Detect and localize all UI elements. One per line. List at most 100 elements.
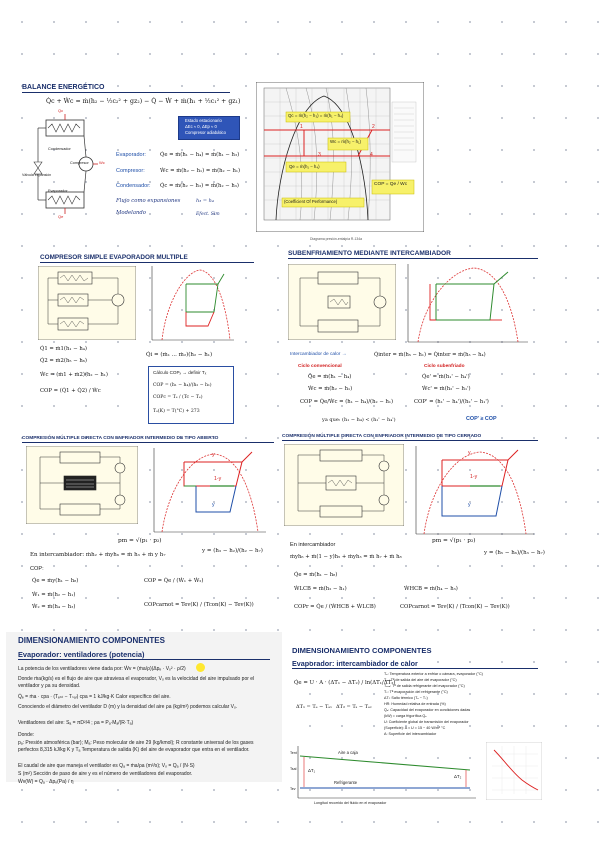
abierto-carnot: COPcarnot = Tev(K) / (Tcon(K) − Tev(K)) (144, 602, 254, 608)
label-condensador: Condensador (48, 147, 71, 151)
compresor-mid-eq: Q̇i = (ṁ₁ ... ṁ₂)(h₂ − h₁) (146, 352, 213, 358)
cerrado-pm: pm = √(p₁ · p₂) (432, 538, 476, 544)
chart-label-qc: Qc = ṁ(h₂ − h₃) = ṁ(h₁ − h₄) (288, 113, 344, 118)
copx-eq-2: COPc = Tₑ / (Tc − Tₑ) (153, 395, 203, 400)
row-evaporador-label: Evaporador: (116, 152, 146, 158)
cerrado-y-label-2: 1-y (470, 474, 478, 480)
chart-point-3: 3 (318, 152, 321, 158)
subenf-ya-que: ya que: (h₁ − h₄) < (h₁' − h₄') (322, 417, 396, 423)
subenf-conv-title: Ciclo convencional (298, 364, 342, 369)
dim-right-legend-10: A: Superficie del intercambiador (384, 732, 437, 736)
subenf-conv-eq-2: Ẇc = ṁ(h₂ − h₁) (308, 386, 353, 392)
subenf-schematic (288, 264, 396, 340)
compresor-eq-3: Ẇc = (ṁ1 + ṁ2)(h₂ − h₁) (40, 372, 108, 378)
subenf-sub-eq-3: COP' = (h₁' − h₄')/(h₂' − h₁') (414, 399, 489, 405)
cerrado-inter-line: ṁyh₆ + ṁ(1 − y)h₅ + ṁyh₃ = ṁ h₇ + ṁ h₈ (290, 554, 402, 560)
cerrado-eq-1: Q̇e = ṁ(h₁ − h₈) (294, 572, 338, 578)
cerrado-y-label-1: y (468, 450, 471, 456)
diag-aire: Aire a caja (338, 750, 358, 755)
abierto-inter-line: En intercambiador: ṁh₂ + ṁyh₆ = ṁ h₃ + ṁ… (30, 552, 166, 558)
abierto-eq-2: Ẇ₁ = ṁ(h₂ − h₁) (32, 592, 76, 598)
abierto-ph-diagram (153, 448, 266, 533)
cerrado-y-label-3: y (468, 502, 471, 508)
handwritten-note-2: Modelando (116, 210, 146, 216)
abierto-eq-3: Ẇ₂ = ṁ(h₄ − h₃) (32, 604, 76, 610)
chart-point-2: 2 (372, 124, 375, 130)
balance-title: BALANCE ENERGÉTICO (22, 84, 230, 93)
label-wc: Wc (99, 160, 105, 165)
cerrado-eq-2: ẆLCB = ṁ(h₂ − h₁) (294, 586, 347, 592)
copx-title: Cálculo COPₓ → definir Tₓ (153, 370, 207, 375)
abierto-y-label-1: y (212, 452, 215, 458)
cerrado-eq-3: ẆHCB = ṁ(h₄ − h₃) (404, 586, 458, 592)
dim-left-title: DIMENSIONAMIENTO COMPONENTES (18, 636, 165, 645)
row-compresor-eq: Ẇc = ṁ(h₂ − h₁) = ṁ(h₂ − h₁) (160, 168, 241, 174)
ua-decay-chart (486, 742, 542, 800)
compresor-title: COMPRESOR SIMPLE EVAPORADOR MULTIPLE (40, 254, 254, 263)
cerrado-inter-title: En intercambiador (290, 542, 336, 548)
abierto-y-eq: y = (h₃ − h₂)/(h₂ − h₇) (202, 548, 263, 554)
dim-right-legend-3: Tₛ: Tª evaporación del refrigerante (°C) (384, 690, 448, 694)
subenf-conclusion: COP' ≥ COP (466, 416, 497, 422)
row-condensador-eq: Q̇c = ṁ(h₂ − h₃) = ṁ(h₂ − h₃) (160, 183, 239, 189)
row-condensador-label: Condensador: (116, 183, 151, 189)
compresor-eq-1: Q̇1 = ṁ1(h₁ − h₄) (40, 346, 87, 352)
subenf-conv-eq-3: COP = Q̇e/Ẇc = (h₁ − h₄)/(h₂ − h₁) (300, 399, 394, 405)
ph-diagram (256, 82, 424, 232)
subenf-conv-eq-1: Q̇e = ṁ(h₁ − h₄) (308, 374, 352, 380)
cerrado-y-eq: y = (h₅ − h₆)/(h₃ − h₇) (484, 550, 545, 556)
cerrado-carnot: COPcarnot = Tev(K) / (Tcon(K) − Tev(K)) (400, 604, 510, 610)
refrigeration-cycle-schematic (33, 114, 98, 214)
diag-caption: Longitud recorrido del fluido en el evap… (314, 801, 387, 805)
label-evaporador: Evaporador (48, 189, 68, 193)
dim-right-legend-1: Tₑᵥ: Tª de salida del aire del evaporado… (384, 678, 457, 682)
dim-right-legend-2: Tₑᵥₐ: Tª de salida refrigerante del evap… (384, 684, 465, 688)
dim-right-legend-8: U: Coeficiente global de transmisión del… (384, 720, 469, 724)
diag-dt2: ΔT₂ (454, 774, 462, 779)
dim-right-legend-4: ΔTₗ: Salto térmico (Tₑ − Tₛ) (384, 696, 428, 700)
diag-tsal: Tsal (290, 767, 297, 771)
abierto-schematic (26, 446, 138, 524)
copx-calc-box: Cálculo COPₓ → definir Tₓ COP = (h₁ − h₄… (148, 366, 234, 424)
handwritten-note-3: h₃ = h₄ (196, 198, 214, 204)
dim-left-p4: Conociendo el diámetro del ventilador D … (18, 704, 238, 710)
dim-left-p2: Donde ṁa(kg/s) es el flujo de aire que a… (18, 676, 255, 689)
dim-left-p1: La potencia de los ventiladores viene da… (18, 666, 186, 672)
dim-right-legend-9: (Superficie): A ≈ U = 15 − 40 W/m² °C (384, 726, 446, 730)
abierto-title: COMPRESIÓN MÚLTIPLE DIRECTA CON ENFRIADO… (22, 436, 274, 443)
label-compresor: Compresor (70, 161, 89, 165)
assumption-1: Estado estacionario (185, 118, 222, 123)
row-evaporador-eq: Q̇e = ṁ(h₁ − h₄) = ṁ(h₁ − h₃) (160, 152, 240, 158)
chart-label-qe: Qe = ṁ(h₁ − h₄) (289, 164, 320, 169)
copx-eq-3: Tₑ(K) = T(°C) + 273 (153, 409, 200, 414)
abierto-y-label-3: y (212, 502, 215, 508)
abierto-eq-1: Q̇e = ṁy(h₁ − h₈) (32, 578, 79, 584)
subenf-intercambiador-eq: Q̇inter = ṁ(h₅ − h₁) = Q̇inter = ṁ(h₃ − … (374, 352, 486, 358)
abierto-pm: pm = √(p₁ · p₂) (118, 538, 162, 544)
chart-label-cop: COP = Qe / Wc (374, 182, 408, 187)
abierto-y-label-2: 1-y (214, 476, 222, 482)
dim-left-p7: pₐ: Presión atmosférica (bar); Mₐ: Peso … (18, 740, 254, 753)
chart-caption: Diagrama presión-entalpía R-134a (310, 237, 363, 241)
subenf-sub-eq-1: Q̇e' = ṁ(h₁' − h₄') (422, 374, 470, 380)
compresor-eq-2: Q̇2 = ṁ2(h₅ − h₆) (40, 358, 87, 364)
compresor-schematic (38, 266, 136, 340)
diag-dt1: ΔT₁ (308, 768, 316, 773)
chart-point-4: 4 (370, 152, 373, 158)
dim-left-p10: Ẇv(W) = Qₐ · Δpₑ(Pa) / η (18, 779, 74, 785)
label-valvula: Válvula expansión (22, 173, 52, 177)
abierto-cop-label: COP: (30, 566, 44, 572)
cerrado-schematic (284, 444, 404, 526)
handwritten-note-1: Flujo como expansiones (116, 198, 181, 204)
dim-right-main-eq: Q̇e = U · A · (ΔT₁ − ΔT₂) / ln(ΔT₁/ΔT₂) (294, 680, 396, 686)
diag-tev: Tev (290, 787, 296, 791)
dim-left-p9: S (m²) Sección de paso de aire y es el n… (18, 771, 193, 777)
evaporator-temperature-diagram (297, 746, 476, 799)
copx-eq-1: COP = (h₁ − h₄)/(h₂ − h₁) (153, 383, 212, 388)
dim-right-subtitle: Evaporador: intercambiador de calor (292, 659, 538, 669)
chart-point-1: 1 (300, 124, 303, 130)
handwritten-note-4: Efect. Sim (196, 212, 220, 217)
dim-left-panel (6, 632, 282, 782)
assumption-2: ΔEc ≈ 0, ΔEp ≈ 0 (185, 124, 217, 129)
dim-right-legend-7: (kW) = carga frigorífica Qₑ (384, 714, 427, 718)
